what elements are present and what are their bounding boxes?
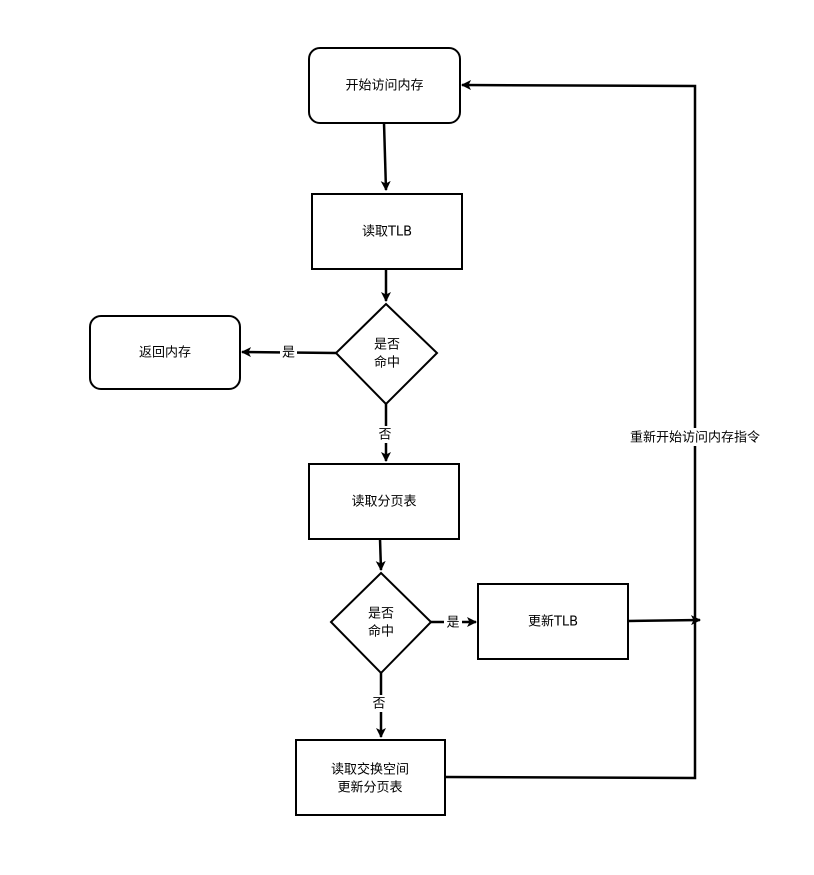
svg-text:是: 是 (446, 616, 459, 631)
edge-read-page-table-to-hit2 (375, 538, 386, 571)
edge-label-restart: 重新开始访问内存指令 (618, 428, 772, 446)
node-hit1-decision: 是否 命中 (334, 302, 439, 406)
edge-label-hit1-yes: 是 (280, 344, 297, 361)
node-hit2-label-line2: 命中 (368, 624, 394, 640)
svg-text:否: 否 (372, 697, 385, 712)
node-start-label: 开始访问内存 (345, 78, 423, 94)
edge-label-hit2-no: 否 (370, 695, 388, 712)
edge-label-hit1-no: 否 (376, 426, 394, 443)
edge-label-hit2-yes: 是 (444, 614, 462, 631)
node-read-page-table-label: 读取分页表 (351, 495, 416, 510)
node-hit1-label-line1: 是否 (374, 338, 400, 353)
node-hit2-label-line1: 是否 (368, 607, 394, 622)
node-hit2-decision: 是否 命中 (329, 571, 433, 675)
node-update-tlb: 更新TLB (477, 583, 629, 660)
node-read-page-table: 读取分页表 (308, 463, 460, 540)
node-read-swap-label-line2: 更新分页表 (337, 780, 402, 796)
svg-text:否: 否 (378, 428, 391, 443)
svg-text:是: 是 (282, 346, 295, 361)
node-read-swap-label-line1: 读取交换空间 (331, 762, 409, 778)
node-return-mem-label: 返回内存 (139, 345, 191, 361)
node-read-swap: 读取交换空间 更新分页表 (295, 739, 446, 816)
node-read-tlb: 读取TLB (311, 193, 463, 270)
node-return-mem: 返回内存 (89, 315, 241, 390)
node-update-tlb-label: 更新TLB (528, 614, 578, 630)
node-start: 开始访问内存 (308, 47, 461, 124)
edge-start-to-read-tlb (380, 122, 391, 191)
node-read-tlb-label: 读取TLB (362, 225, 412, 240)
node-hit1-label-line2: 命中 (374, 355, 400, 371)
edge-update-tlb-to-loop (627, 615, 701, 626)
svg-text:重新开始访问内存指令: 重新开始访问内存指令 (630, 430, 760, 446)
